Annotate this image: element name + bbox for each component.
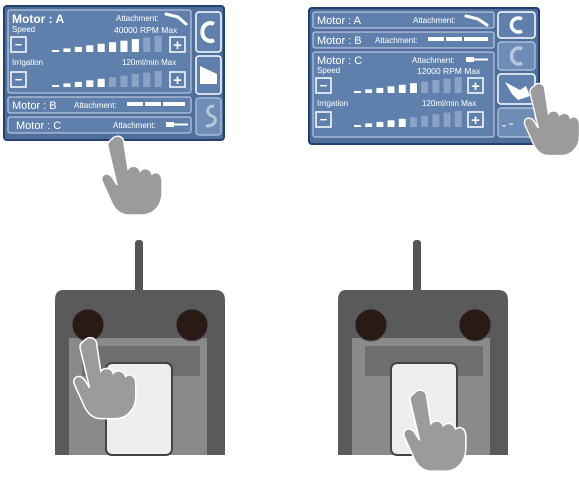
motor-b-label: Motor : B: [317, 35, 362, 47]
undo-button[interactable]: [498, 12, 535, 38]
level-bar-active: [63, 48, 70, 52]
cable: [413, 240, 421, 292]
pedal-button-left[interactable]: [355, 309, 387, 341]
level-bar-inactive: [444, 79, 451, 93]
minus-icon: −: [320, 78, 328, 93]
motor-a-label: Motor : A: [12, 12, 65, 26]
pedal-button-right[interactable]: [459, 309, 491, 341]
pedal-button-right[interactable]: [176, 309, 208, 341]
motor-a-attachment-label: Attachment:: [413, 16, 456, 25]
plus-icon: +: [173, 37, 182, 54]
speed-value: 12000 RPM Max: [417, 66, 481, 76]
motor-b-attachment-label: Attachment:: [375, 36, 418, 45]
level-bar-active: [52, 50, 59, 52]
speed-minus-button[interactable]: −: [316, 78, 331, 93]
motor-a-row[interactable]: Motor : A Attachment:: [313, 12, 494, 28]
level-bar-active: [75, 47, 82, 52]
minus-icon: −: [15, 72, 23, 87]
speed-label: Speed: [317, 66, 340, 75]
level-bar-active: [399, 85, 406, 93]
level-bar-active: [98, 79, 105, 87]
level-bar-active: [132, 39, 139, 52]
speed-label: Speed: [12, 25, 35, 34]
pedal-button-left[interactable]: [72, 309, 104, 341]
irrigation-minus-button[interactable]: −: [11, 72, 26, 87]
motor-c-row[interactable]: Motor : C Attachment:: [8, 117, 191, 133]
cable: [135, 240, 143, 292]
speed-minus-button[interactable]: −: [11, 37, 26, 52]
attachment-handpiece-set-icon: [428, 37, 488, 41]
level-bar-inactive: [109, 77, 116, 87]
foot-pedal-mode-button[interactable]: [196, 56, 221, 94]
level-bar-active: [376, 88, 383, 93]
level-bar-active: [52, 85, 59, 87]
level-bar-active: [399, 119, 406, 127]
motor-c-attachment-label: Attachment:: [113, 121, 156, 130]
motor-c-panel[interactable]: Motor : C Attachment: Speed 12000 RPM Ma…: [313, 52, 494, 137]
minus-icon: −: [320, 112, 328, 127]
irrigation-label: Irrigation: [317, 99, 348, 108]
minus-icon: −: [15, 37, 23, 52]
plus-icon: +: [173, 72, 182, 89]
level-bar-active: [365, 89, 372, 93]
motor-b-label: Motor : B: [12, 100, 57, 112]
motor-b-row[interactable]: Motor : B Attachment:: [313, 32, 494, 48]
irrigation-minus-button[interactable]: −: [316, 112, 331, 127]
spray-button[interactable]: [196, 98, 221, 135]
level-bar-inactive: [455, 77, 462, 93]
level-bar-inactive: [155, 71, 162, 87]
undo-button[interactable]: [196, 12, 221, 52]
level-bar-inactive: [143, 73, 150, 87]
level-bar-inactive: [432, 80, 439, 93]
speed-value: 40000 RPM Max: [114, 25, 178, 35]
level-bar-active: [410, 83, 417, 93]
level-bar-inactive: [143, 38, 150, 52]
irrigation-value: 120ml/min Max: [122, 58, 176, 67]
level-bar-inactive: [444, 113, 451, 127]
irrigation-plus-button[interactable]: +: [468, 112, 483, 129]
plus-icon: +: [471, 78, 480, 95]
hand-pointer-icon: [102, 136, 162, 215]
level-bar-active: [354, 125, 361, 127]
hand-mode-button[interactable]: [498, 74, 535, 104]
level-bar-inactive: [155, 36, 162, 52]
left-touchscreen: Motor : A Attachment: Speed 40000 RPM Ma…: [4, 6, 224, 140]
motor-c-attachment-label: Attachment:: [412, 56, 455, 65]
level-bar-active: [109, 42, 116, 52]
level-bar-active: [86, 45, 93, 52]
motor-b-attachment-label: Attachment:: [74, 101, 117, 110]
level-bar-active: [120, 41, 127, 52]
level-bar-inactive: [120, 76, 127, 87]
level-bar-active: [354, 91, 361, 93]
motor-c-label: Motor : C: [16, 120, 61, 132]
irrigation-value: 120ml/min Max: [422, 99, 476, 108]
irrigation-plus-button[interactable]: +: [170, 72, 185, 89]
level-bar-inactive: [410, 117, 417, 127]
motor-a-attachment-label: Attachment:: [116, 14, 159, 23]
irrigation-label: Irrigation: [12, 58, 43, 67]
level-bar-inactive: [432, 114, 439, 127]
right-touchscreen: Motor : A Attachment: Motor : B Attachme…: [309, 8, 539, 144]
level-bar-active: [376, 122, 383, 127]
level-bar-active: [388, 86, 395, 93]
level-bar-inactive: [421, 82, 428, 93]
level-bar-active: [75, 82, 82, 87]
level-bar-active: [98, 44, 105, 52]
level-bar-inactive: [455, 111, 462, 127]
attachment-handpiece-set-icon: [127, 102, 185, 106]
speed-plus-button[interactable]: +: [170, 37, 185, 54]
level-bar-inactive: [132, 74, 139, 87]
speed-plus-button[interactable]: +: [468, 78, 483, 95]
motor-a-panel[interactable]: Motor : A Attachment: Speed 40000 RPM Ma…: [8, 10, 191, 93]
level-bar-active: [86, 80, 93, 87]
level-bar-active: [388, 120, 395, 127]
undo-button-disabled[interactable]: [498, 42, 535, 70]
level-bar-inactive: [421, 116, 428, 127]
level-bar-active: [365, 123, 372, 127]
motor-a-label: Motor : A: [317, 15, 362, 27]
level-bar-active: [63, 83, 70, 87]
plus-icon: +: [471, 112, 480, 129]
motor-b-row[interactable]: Motor : B Attachment:: [8, 97, 191, 113]
